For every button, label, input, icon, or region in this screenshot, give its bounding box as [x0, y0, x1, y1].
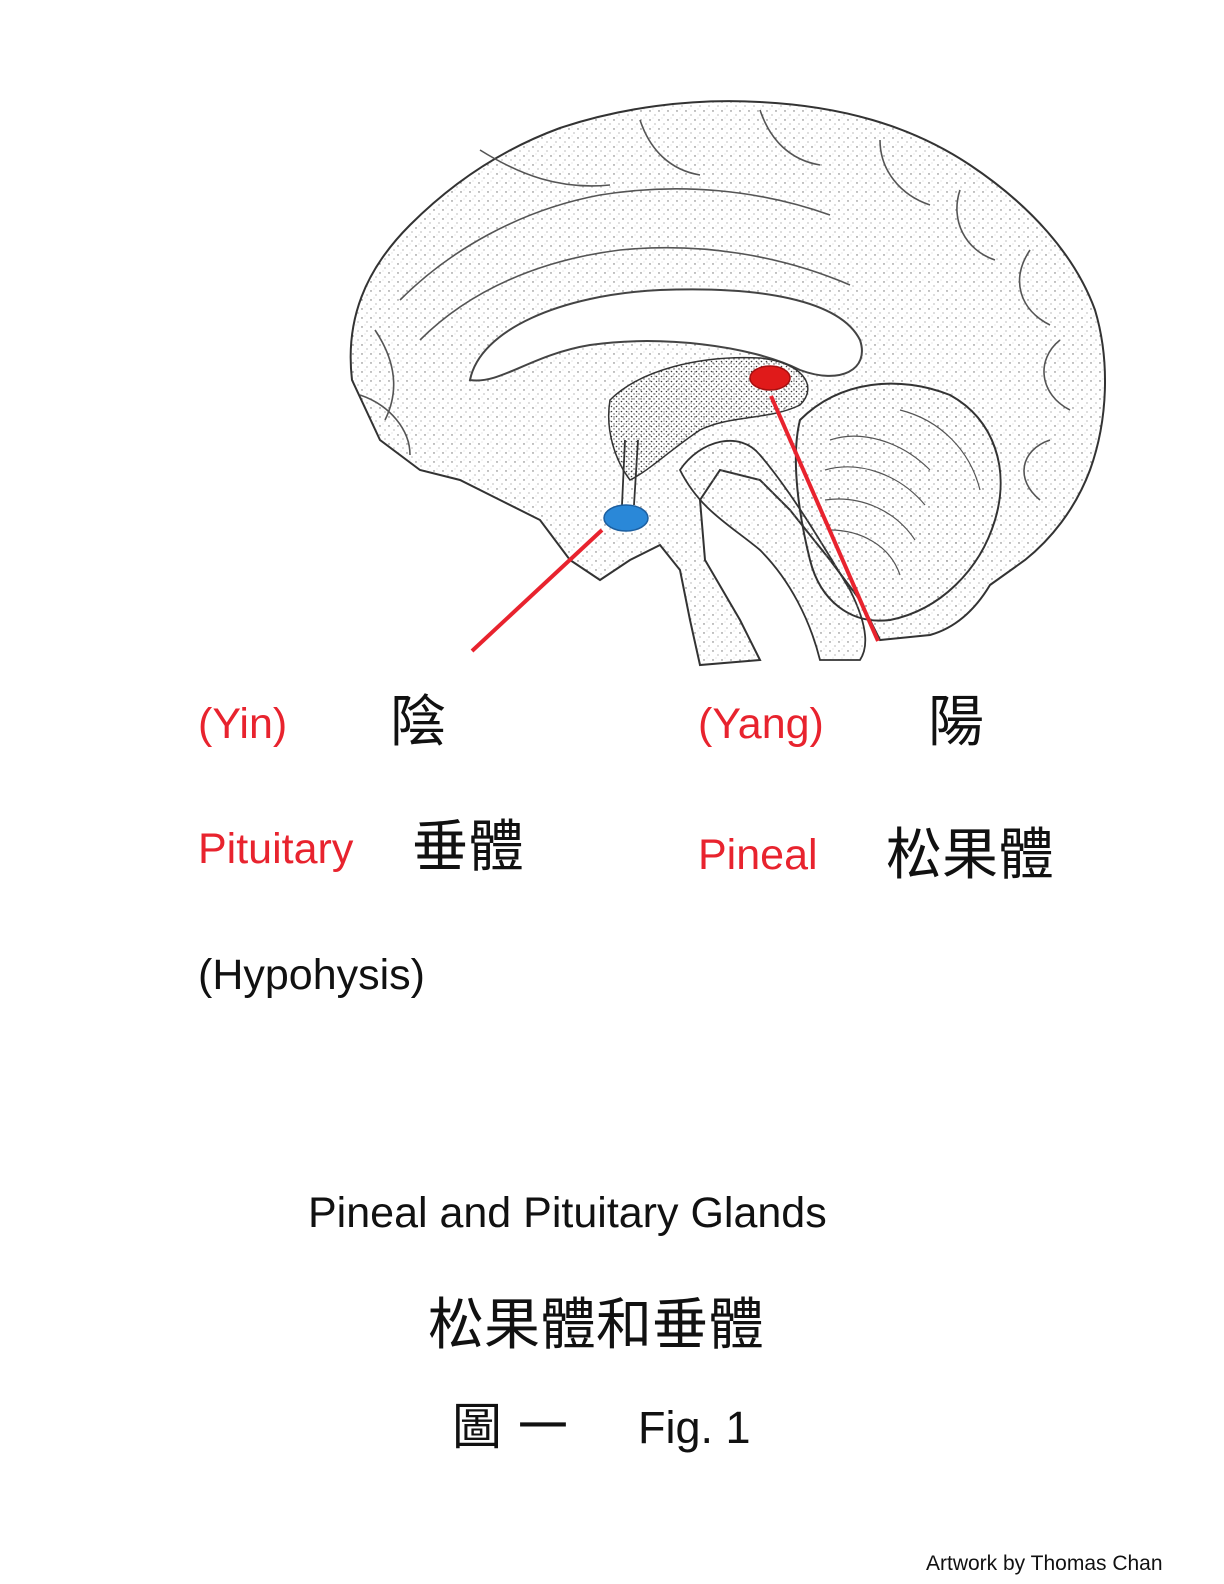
- pituitary-label: Pituitary: [198, 825, 354, 873]
- pineal-label: Pineal: [698, 831, 818, 879]
- hypophysis-label: (Hypohysis): [198, 951, 425, 999]
- artwork-credit: Artwork by Thomas Chan: [926, 1552, 1163, 1575]
- corpus-callosum: [468, 288, 863, 382]
- cerebellum-folia: [824, 409, 981, 576]
- pineal-leader-line: [769, 395, 880, 642]
- gyri-lines: [359, 109, 1071, 501]
- yin-char: 陰: [390, 690, 446, 755]
- pituitary-gland: [603, 504, 649, 532]
- caption-fig-zh: 圖 一: [452, 1398, 568, 1456]
- pituitary-leader-line: [470, 528, 604, 653]
- pineal-char: 松果體: [886, 823, 1054, 888]
- caption-fig-en: Fig. 1: [638, 1402, 751, 1453]
- yang-char: 陽: [928, 690, 984, 755]
- pituitary-char: 垂體: [412, 815, 524, 880]
- pineal-gland: [749, 365, 791, 391]
- yin-label: (Yin): [198, 700, 288, 748]
- yang-label: (Yang): [698, 700, 824, 748]
- cerebellum: [794, 382, 1002, 622]
- brainstem: [678, 439, 867, 661]
- brain-illustration: [349, 100, 1107, 667]
- caption-title-en: Pineal and Pituitary Glands: [308, 1189, 827, 1237]
- caption-title-zh: 松果體和垂體: [428, 1293, 764, 1358]
